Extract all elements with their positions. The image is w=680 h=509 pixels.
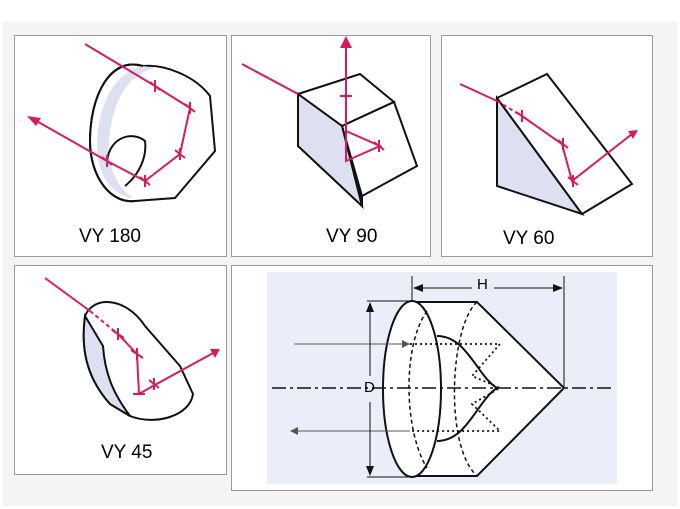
label-vy45: VY 45: [101, 442, 153, 463]
panel-vy90: VY 90: [231, 35, 431, 257]
vy45-prism-illustration: [44, 277, 220, 421]
label-vy180: VY 180: [79, 226, 141, 247]
label-vy90: VY 90: [326, 226, 378, 247]
panel-vy180: VY 180: [14, 35, 227, 257]
vy90-prism-illustration: [241, 36, 419, 210]
panel-vy60: VY 60: [441, 35, 653, 257]
dimension-label-h: H: [477, 276, 488, 293]
panel-dimension-drawing: H D: [231, 265, 653, 491]
vy60-prism-illustration: [459, 72, 638, 216]
dimension-label-d: D: [364, 379, 375, 396]
dimension-drawing: [267, 272, 617, 484]
vy180-prism-illustration: [27, 43, 217, 203]
label-vy60: VY 60: [503, 228, 555, 249]
panel-vy45: VY 45: [14, 265, 227, 475]
